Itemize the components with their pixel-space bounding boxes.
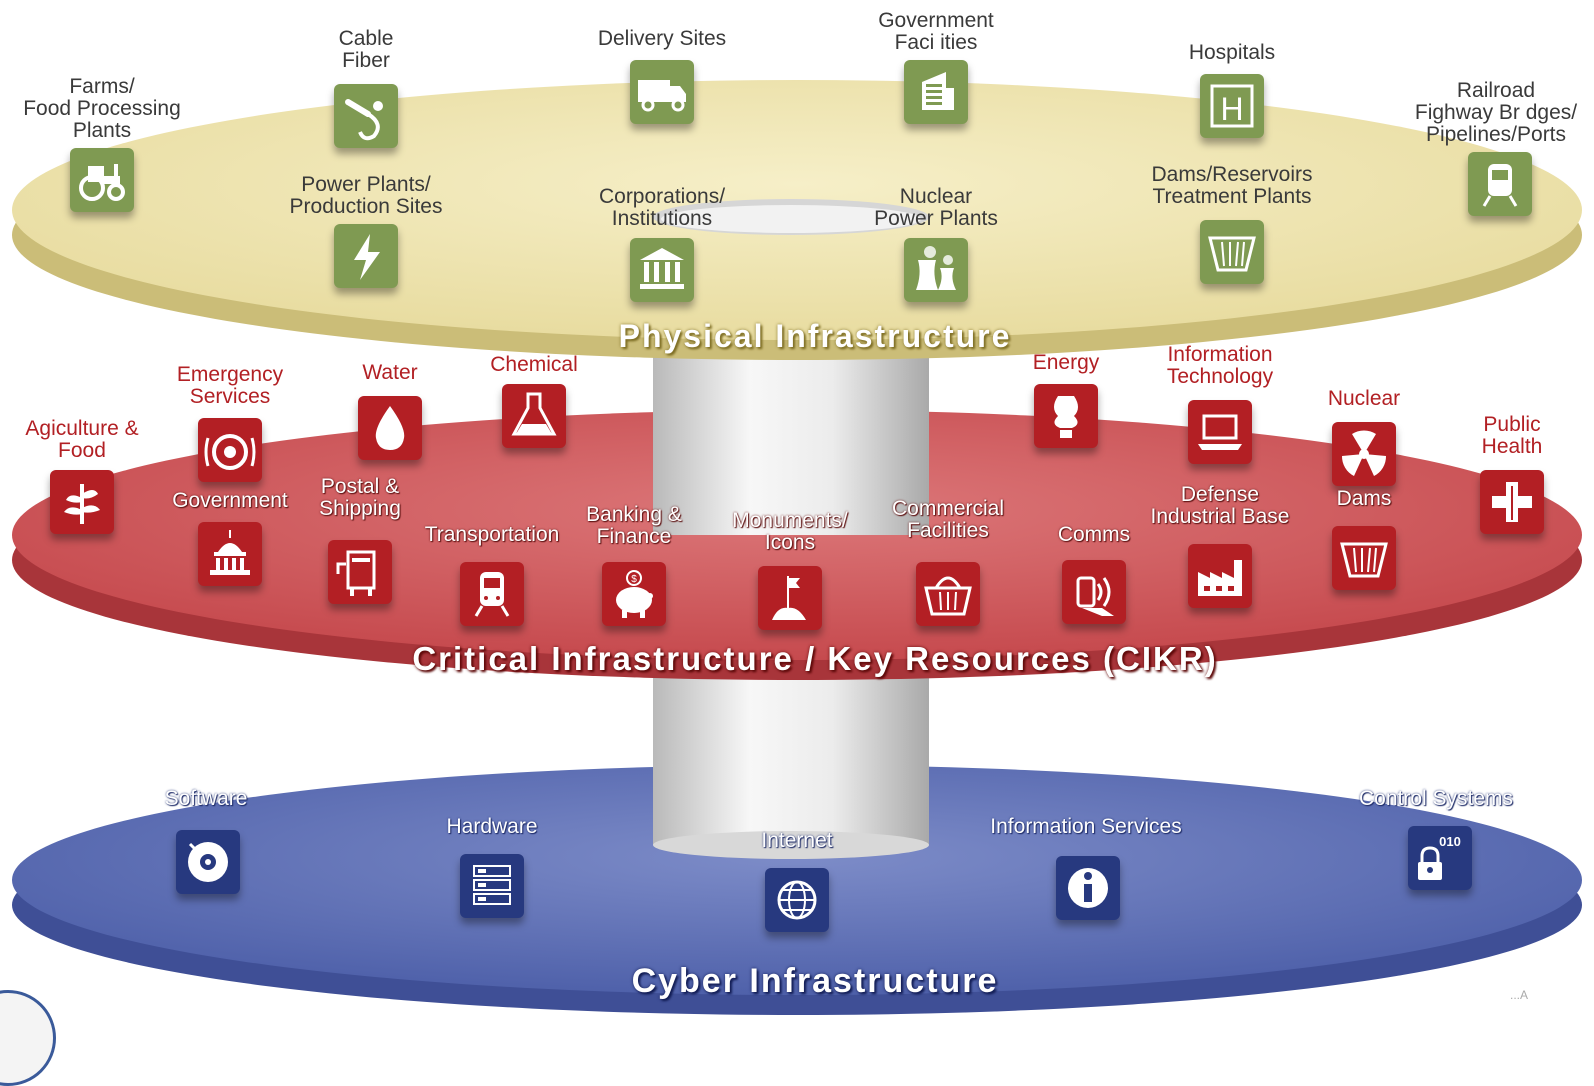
cylinder-top xyxy=(653,199,929,235)
globe-icon xyxy=(765,868,829,932)
binary-badge: 010 xyxy=(1439,834,1461,849)
water-drop-icon xyxy=(358,396,422,460)
label-government: Government xyxy=(172,489,288,512)
medical-icon xyxy=(1480,470,1544,534)
label-water: Water xyxy=(362,361,418,384)
capitol-icon xyxy=(198,522,262,586)
label-agriculture-food: Agiculture &Food xyxy=(25,417,139,462)
dam-icon xyxy=(1332,526,1396,590)
label-transportation: Transportation xyxy=(424,523,560,546)
light-bulb-icon xyxy=(1034,384,1098,448)
server-icon xyxy=(460,854,524,918)
train-icon xyxy=(1468,152,1532,216)
cikr-layer-title: Critical Infrastructure / Key Resources … xyxy=(412,640,1218,677)
laptop-icon xyxy=(1188,400,1252,464)
label-corporations: Corporations/Institutions xyxy=(598,185,726,230)
label-banking-finance: Banking &Finance xyxy=(586,503,682,548)
lightning-icon xyxy=(334,224,398,288)
info-icon xyxy=(1056,856,1120,920)
basket-icon xyxy=(916,562,980,626)
watermark-text: ...A xyxy=(1510,988,1529,1002)
label-chemical: Chemical xyxy=(490,353,578,376)
building-icon xyxy=(904,60,968,124)
label-comms: Comms xyxy=(1057,523,1131,546)
physical-layer-title: Physical Infrastructure xyxy=(618,318,1012,354)
factory-icon xyxy=(1188,544,1252,608)
label-energy: Energy xyxy=(1032,351,1100,374)
lock-binary-icon: 010 xyxy=(1408,826,1472,890)
label-software: Software xyxy=(164,787,248,810)
radiation-icon xyxy=(1332,422,1396,486)
mailbox-icon xyxy=(328,540,392,604)
label-nuclear: Nuclear xyxy=(1327,387,1401,410)
tractor-icon xyxy=(70,148,134,212)
disc-icon xyxy=(176,830,240,894)
label-hardware: Hardware xyxy=(446,815,538,838)
piggy-bank-icon: $ xyxy=(602,562,666,626)
plant-icon xyxy=(50,470,114,534)
svg-text:H: H xyxy=(1220,91,1243,127)
label-hospitals: Hospitals xyxy=(1188,41,1276,64)
truck-icon xyxy=(630,60,694,124)
cooling-tower-icon xyxy=(904,238,968,302)
label-control-systems: Control Systems xyxy=(1358,787,1514,810)
label-power-plants: Power Plants/Production Sites xyxy=(289,173,443,218)
label-monuments-icons: Monuments/Icons xyxy=(732,509,848,554)
svg-text:$: $ xyxy=(631,574,637,585)
label-information-services: Information Services xyxy=(990,815,1182,838)
flask-icon xyxy=(502,384,566,448)
hospital-icon: H xyxy=(1200,74,1264,138)
label-postal-shipping: Postal &Shipping xyxy=(319,475,401,520)
label-internet: Internet xyxy=(761,829,833,852)
label-dams: Dams xyxy=(1336,487,1392,510)
institution-icon xyxy=(630,238,694,302)
dam-icon xyxy=(1200,220,1264,284)
train-icon xyxy=(460,562,524,626)
phone-icon xyxy=(1062,560,1126,624)
alarm-bell-icon xyxy=(198,418,262,482)
label-delivery-sites: Delivery Sites xyxy=(597,27,727,50)
cable-icon xyxy=(334,84,398,148)
flag-monument-icon xyxy=(758,566,822,630)
cyber-layer-title: Cyber Infrastructure xyxy=(631,962,999,1000)
